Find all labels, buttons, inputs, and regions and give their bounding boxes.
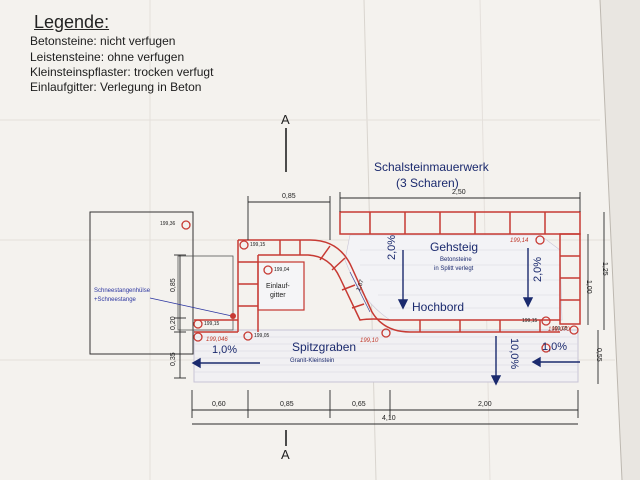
spitzgraben-area bbox=[193, 329, 579, 383]
dimension-label: 0,65 bbox=[352, 401, 366, 408]
legend-item: Betonsteine: nicht verfugen bbox=[30, 34, 176, 48]
height-marker bbox=[193, 332, 203, 342]
height-label: 199,05 bbox=[254, 333, 270, 339]
slope-label: 10,0% bbox=[508, 338, 520, 370]
dimension-label: 1,00 bbox=[585, 280, 592, 294]
height-marker bbox=[569, 325, 579, 335]
schnee-label: +Schneestange bbox=[94, 297, 136, 303]
slope-label: 1,0% bbox=[542, 341, 568, 353]
legend-item: Kleinsteinspflaster: trocken verfugt bbox=[30, 65, 214, 79]
mauer-title: Schalsteinmauerwerk bbox=[374, 160, 489, 174]
hochbord-label: Hochbord bbox=[412, 300, 465, 314]
gehsteig-area bbox=[344, 234, 563, 321]
dimension-label: 2,00 bbox=[478, 401, 492, 408]
height-marker bbox=[263, 265, 273, 275]
dimension-label: 0,20 bbox=[170, 316, 177, 330]
height-marker bbox=[239, 240, 249, 250]
legend-item: Einlaufgitter: Verlegung in Beton bbox=[30, 80, 202, 94]
einlauf-label: gitter bbox=[270, 292, 286, 299]
height-label: 199,15 bbox=[204, 321, 220, 327]
height-label: 199,08 bbox=[552, 326, 568, 332]
height-marker bbox=[535, 235, 545, 245]
slope-label: 2,0% bbox=[532, 256, 544, 282]
spitzgraben-label: Spitzgraben bbox=[292, 340, 357, 354]
height-marker bbox=[381, 328, 391, 338]
handwritten-height: 199,046 bbox=[206, 337, 228, 343]
legend-item: Leistensteine: ohne verfugen bbox=[30, 50, 185, 64]
height-label: 199,04 bbox=[274, 267, 290, 273]
dimension-label: 0,85 bbox=[280, 401, 294, 408]
height-label: 199,36 bbox=[160, 221, 176, 227]
dimension-label: 1,25 bbox=[601, 262, 608, 276]
dimension-label: 0,60 bbox=[212, 401, 226, 408]
slope-label: 2,0% bbox=[386, 234, 398, 260]
mauer-subtitle: (3 Scharen) bbox=[396, 176, 459, 190]
height-marker bbox=[541, 343, 551, 353]
schalstein-wall bbox=[339, 211, 581, 325]
einlauf-label: Einlauf- bbox=[266, 283, 290, 290]
einlaufgitter-box bbox=[257, 261, 305, 311]
height-label: 199,15 bbox=[522, 318, 538, 324]
height-marker bbox=[181, 220, 191, 230]
gehsteig-note: Betonsteine bbox=[440, 257, 472, 263]
legend-title: Legende: bbox=[34, 12, 110, 32]
handwritten-height: 199,10 bbox=[360, 338, 379, 344]
height-marker bbox=[243, 331, 253, 341]
handwritten-height: 199,070 bbox=[548, 327, 570, 333]
gehsteig-note: in Splitt verlegt bbox=[434, 266, 474, 272]
dimension-total: 4,10 bbox=[382, 415, 396, 422]
dimension-label: 0,85 bbox=[170, 278, 177, 292]
dimension-label: 0,35 bbox=[170, 352, 177, 366]
section-mark-top: A bbox=[281, 112, 290, 127]
hochbord-border bbox=[194, 239, 560, 333]
dimension-label: 0,55 bbox=[595, 348, 602, 362]
schneestange-marker bbox=[230, 313, 236, 319]
left-area bbox=[89, 211, 194, 355]
schnee-label: Schneestangenhülse bbox=[94, 288, 151, 294]
gehsteig-label: Gehsteig bbox=[430, 240, 479, 254]
handwritten-height: 199,14 bbox=[510, 238, 529, 244]
dimension-label: 2,50 bbox=[452, 189, 466, 196]
spitzgraben-note: Granit-Kleinstein bbox=[290, 358, 335, 364]
section-mark-bottom: A bbox=[281, 447, 290, 462]
height-label: 199,15 bbox=[250, 242, 266, 248]
slope-label: 1,0% bbox=[212, 344, 238, 356]
height-marker bbox=[541, 316, 551, 326]
dimension-label: 0,85 bbox=[282, 193, 296, 200]
height-marker bbox=[193, 319, 203, 329]
